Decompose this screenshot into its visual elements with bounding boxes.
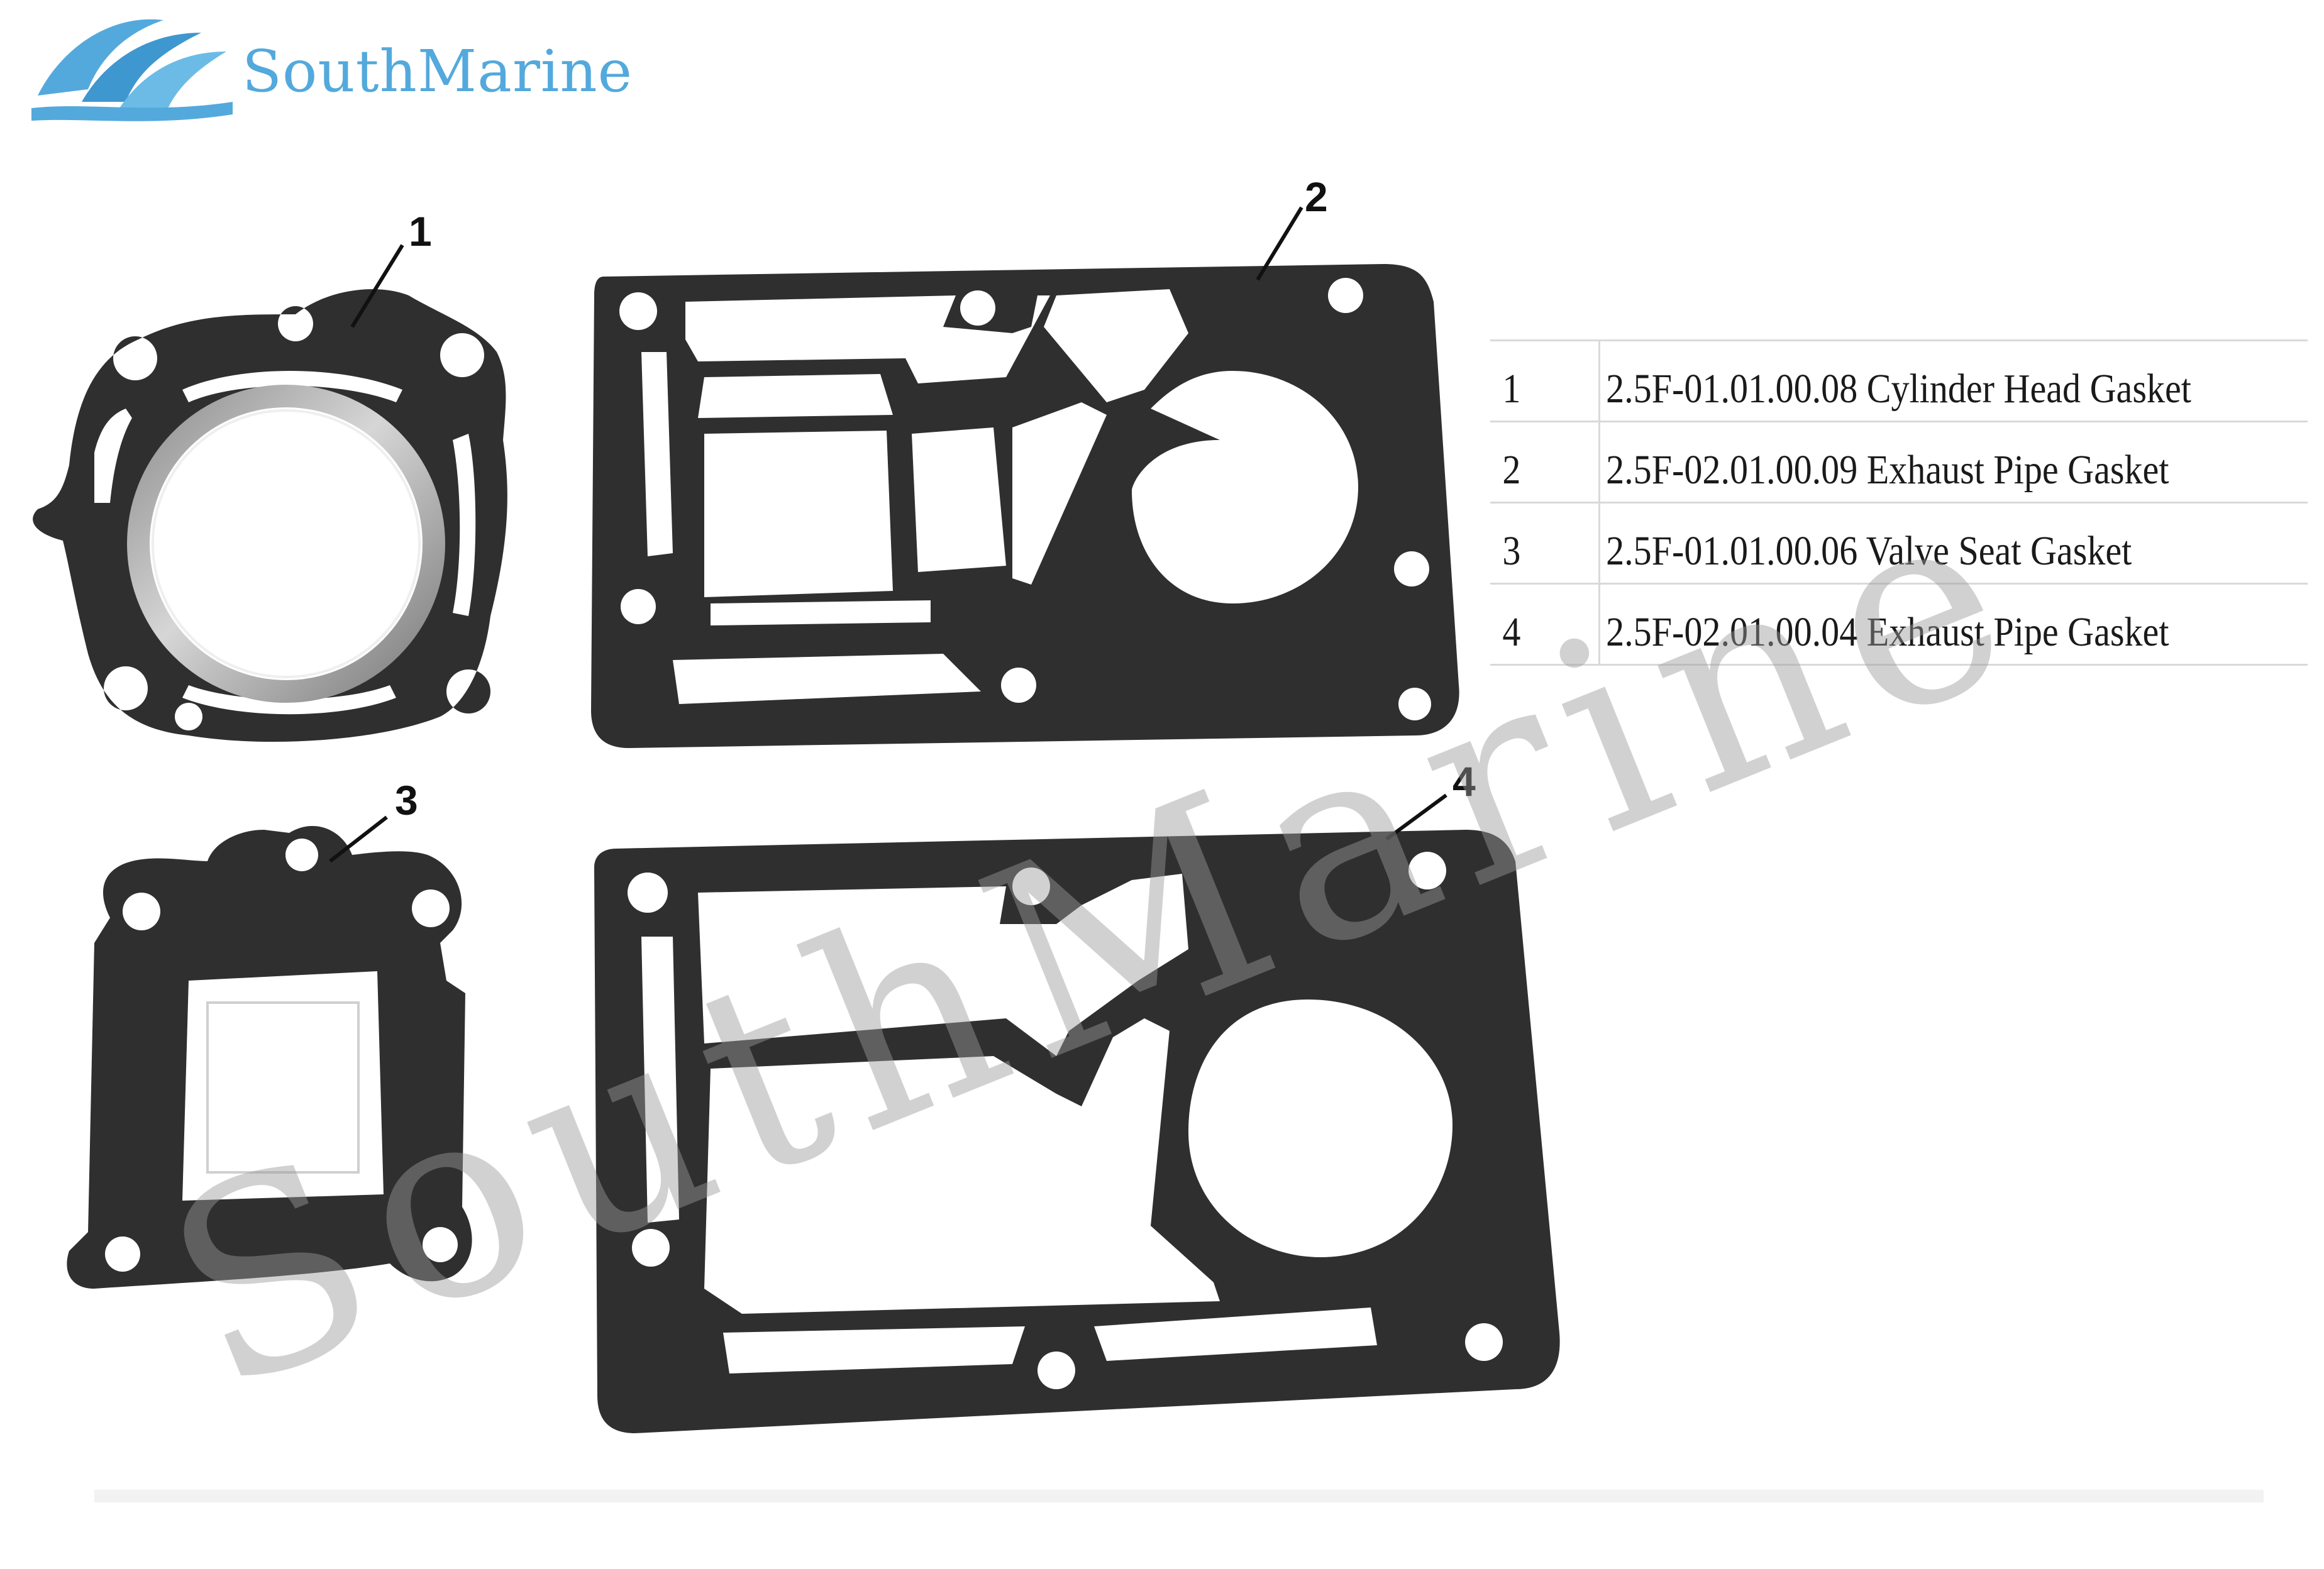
part-description-cell: 2.5F-02.01.00.04 Exhaust Pipe Gasket xyxy=(1599,583,2223,666)
part-number-cell: 4 xyxy=(1490,583,1587,666)
callout-4: 4 xyxy=(1452,758,1476,805)
callout-3: 3 xyxy=(395,777,418,823)
brand-logo: SouthMarine xyxy=(25,8,654,146)
part-description-cell: 2.5F-01.01.00.08 Cylinder Head Gasket xyxy=(1599,339,2223,422)
cylinder-head-gasket xyxy=(33,289,507,742)
leader-line-1 xyxy=(350,244,404,328)
wave-logo-icon xyxy=(31,19,233,121)
table-row: 1 2.5F-01.01.00.08 Cylinder Head Gasket xyxy=(1490,339,2308,422)
leader-line-4 xyxy=(1385,793,1447,841)
leader-line-3 xyxy=(329,815,388,863)
callout-leaders xyxy=(329,206,1447,863)
part-number-cell: 2 xyxy=(1490,421,1587,504)
leader-line-2 xyxy=(1256,206,1303,281)
callout-2: 2 xyxy=(1305,173,1328,220)
table-row: 4 2.5F-02.01.00.04 Exhaust Pipe Gasket xyxy=(1490,583,2308,666)
brand-name: SouthMarine xyxy=(242,38,633,105)
part-number-cell: 3 xyxy=(1490,502,1587,585)
exhaust-pipe-gasket-lower xyxy=(594,830,1560,1433)
bottom-shadow-strip xyxy=(94,1490,2264,1502)
callout-1: 1 xyxy=(409,208,432,255)
part-description-cell: 2.5F-01.01.00.06 Valve Seat Gasket xyxy=(1599,502,2223,585)
table-row: 3 2.5F-01.01.00.06 Valve Seat Gasket xyxy=(1490,502,2308,585)
part-description-cell: 2.5F-02.01.00.09 Exhaust Pipe Gasket xyxy=(1599,421,2223,504)
part-number-cell: 1 xyxy=(1490,339,1587,422)
table-row: 2 2.5F-02.01.00.09 Exhaust Pipe Gasket xyxy=(1490,421,2308,504)
parts-list-table: 1 2.5F-01.01.00.08 Cylinder Head Gasket … xyxy=(1490,339,2308,666)
exhaust-pipe-gasket-upper xyxy=(591,264,1459,748)
valve-seat-gasket xyxy=(67,825,472,1289)
